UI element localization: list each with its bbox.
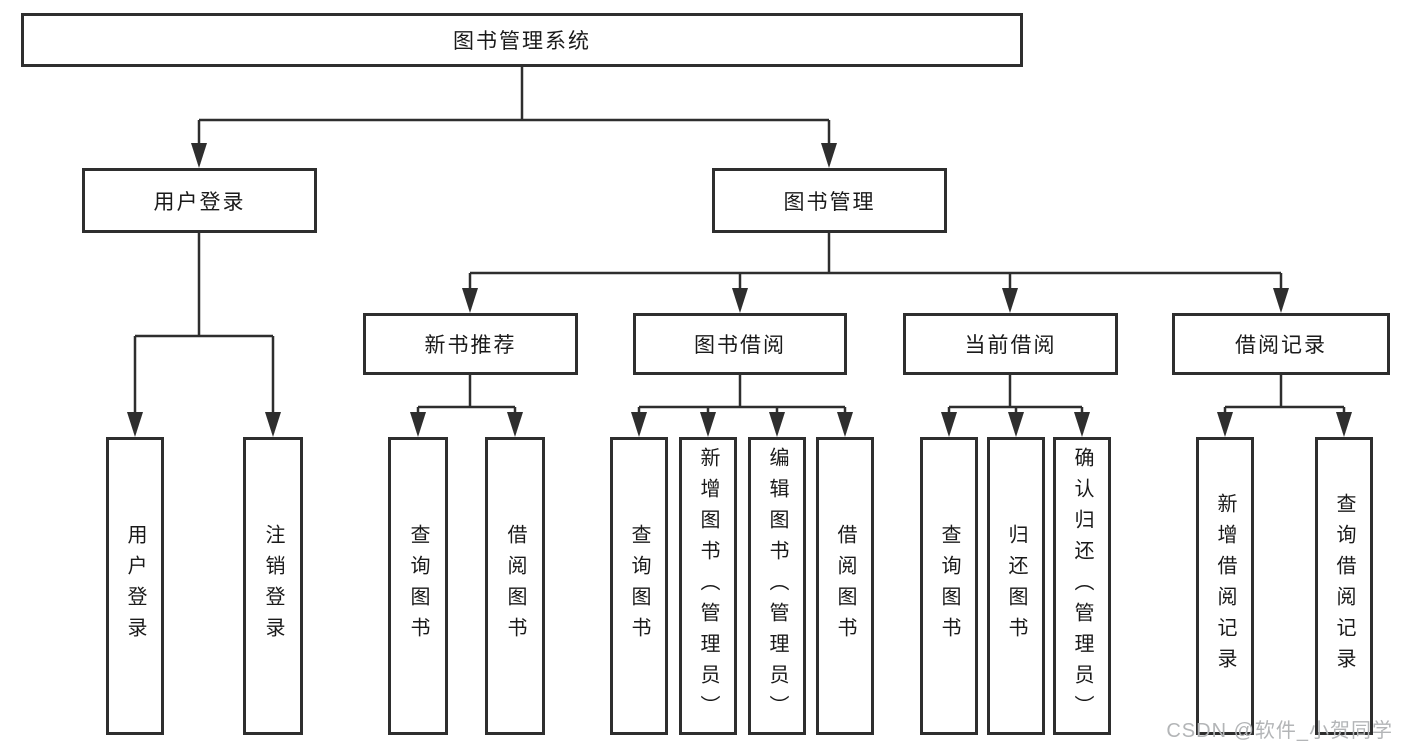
leaf-user-login: 用户登录 xyxy=(106,437,164,735)
leaf-borrow-books-1-label: 借阅图书 xyxy=(504,524,526,648)
node-book-borrow-label: 图书借阅 xyxy=(694,334,786,357)
leaf-return-books-label: 归还图书 xyxy=(1005,524,1027,648)
node-new-book-recommend: 新书推荐 xyxy=(363,313,578,375)
leaf-logout: 注销登录 xyxy=(243,437,303,735)
leaf-add-books-admin: 新增图书（管理员） xyxy=(679,437,737,735)
leaf-query-borrow-record-label: 查询借阅记录 xyxy=(1333,493,1355,679)
node-root-label: 图书管理系统 xyxy=(453,30,591,53)
leaf-borrow-books-1: 借阅图书 xyxy=(485,437,545,735)
arrowheads xyxy=(127,143,1352,437)
node-new-book-recommend-label: 新书推荐 xyxy=(424,334,517,357)
node-book-management: 图书管理 xyxy=(712,168,947,233)
node-current-borrow-label: 当前借阅 xyxy=(964,334,1057,357)
node-book-management-label: 图书管理 xyxy=(783,190,876,214)
leaf-user-login-label: 用户登录 xyxy=(124,524,146,648)
node-root-system: 图书管理系统 xyxy=(21,13,1023,67)
leaf-add-books-admin-label: 新增图书（管理员） xyxy=(697,446,719,726)
node-user-login: 用户登录 xyxy=(82,168,317,233)
leaf-logout-label: 注销登录 xyxy=(262,524,284,648)
node-borrow-records: 借阅记录 xyxy=(1172,313,1390,375)
leaf-add-borrow-record: 新增借阅记录 xyxy=(1196,437,1254,735)
leaf-query-books-3-label: 查询图书 xyxy=(938,524,960,648)
leaf-query-books-2: 查询图书 xyxy=(610,437,668,735)
csdn-watermark: CSDN @软件_小贺同学 xyxy=(1166,720,1393,742)
leaf-confirm-return-admin-label: 确认归还（管理员） xyxy=(1071,446,1093,726)
leaf-borrow-books-2: 借阅图书 xyxy=(816,437,874,735)
leaf-query-books-1: 查询图书 xyxy=(388,437,448,735)
leaf-edit-books-admin: 编辑图书（管理员） xyxy=(748,437,806,735)
leaf-confirm-return-admin: 确认归还（管理员） xyxy=(1053,437,1111,735)
node-user-login-label: 用户登录 xyxy=(153,190,246,214)
leaf-query-books-1-label: 查询图书 xyxy=(407,524,429,648)
leaf-edit-books-admin-label: 编辑图书（管理员） xyxy=(766,446,788,726)
node-current-borrow: 当前借阅 xyxy=(903,313,1118,375)
leaf-borrow-books-2-label: 借阅图书 xyxy=(834,524,856,648)
leaf-add-borrow-record-label: 新增借阅记录 xyxy=(1214,493,1236,679)
leaf-return-books: 归还图书 xyxy=(987,437,1045,735)
leaf-query-books-2-label: 查询图书 xyxy=(628,524,650,648)
leaf-query-books-3: 查询图书 xyxy=(920,437,978,735)
node-book-borrow: 图书借阅 xyxy=(633,313,847,375)
leaf-query-borrow-record: 查询借阅记录 xyxy=(1315,437,1373,735)
node-borrow-records-label: 借阅记录 xyxy=(1235,334,1327,357)
